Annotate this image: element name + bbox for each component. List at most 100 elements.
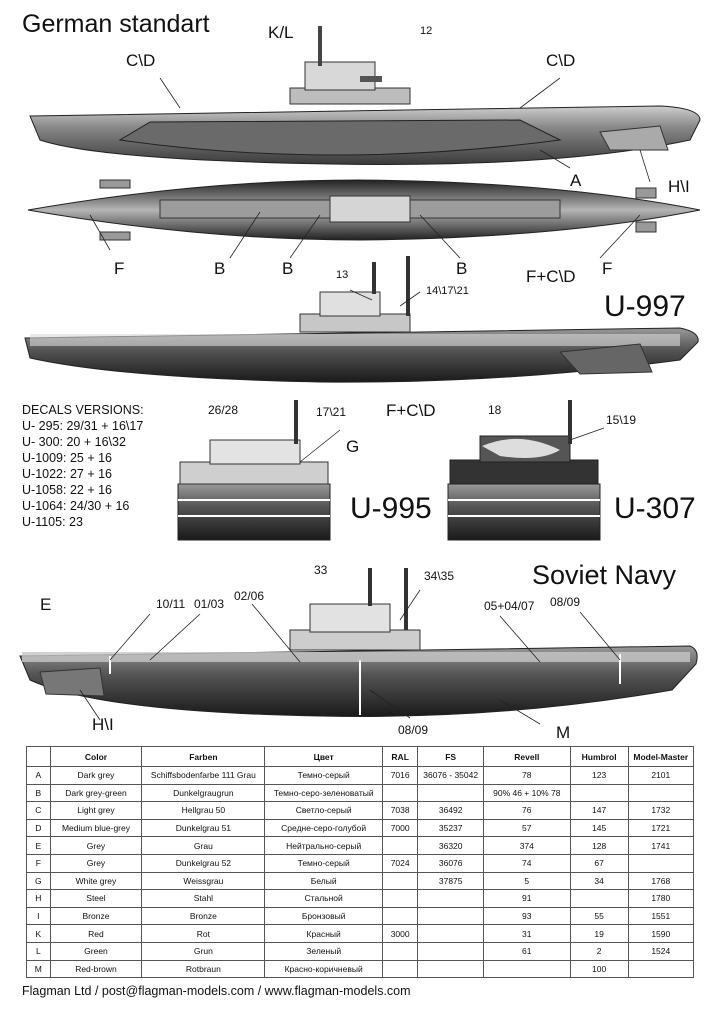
cell-fs: 36492	[417, 801, 484, 820]
model-u995: U-995	[350, 492, 432, 525]
cell-revell: 31	[482, 924, 571, 943]
label-f-left: F	[114, 259, 125, 278]
cell-color: Red-brown	[49, 959, 143, 979]
cell-humbrol: 2	[569, 941, 629, 961]
label-26-28: 26/28	[208, 403, 239, 417]
cell-model-master: 1732	[627, 801, 695, 820]
cell-revell: 374	[482, 836, 571, 855]
label-cd-right: C\D	[546, 51, 576, 70]
label-02-06: 02/06	[234, 589, 265, 603]
cell-humbrol: 123	[569, 766, 629, 785]
cell-code: D	[26, 818, 51, 838]
decals-line: U-1105: 23	[22, 515, 83, 529]
cell-ral: 7038	[381, 801, 419, 820]
col-header-color: Color	[49, 746, 143, 767]
label-a: A	[570, 171, 582, 190]
cell-fs	[417, 889, 484, 908]
cell-ral	[381, 836, 419, 855]
cell-revell: 5	[482, 871, 571, 891]
cell-farben: Bronze	[141, 906, 266, 926]
model-u997: U-997	[604, 290, 686, 323]
cell-color: Red	[49, 924, 143, 943]
cell-ral: 7016	[381, 766, 419, 785]
decals-line: U-1009: 25 + 16	[22, 451, 112, 465]
col-header-model-master: Model-Master	[627, 746, 695, 767]
cell-farben: Hellgrau 50	[141, 801, 266, 820]
cell-model-master: 2101	[627, 766, 695, 785]
label-e: E	[40, 595, 52, 614]
col-header-fs: FS	[417, 746, 484, 767]
cell-code: G	[26, 871, 51, 891]
cell-color: Grey	[49, 853, 143, 873]
cell-model-master: 1590	[627, 924, 695, 943]
cell-revell: 78	[482, 766, 571, 785]
decals-line: U-1064: 24/30 + 16	[22, 499, 130, 513]
cell-farben: Schiffsbodenfarbe 111 Grau	[141, 766, 266, 785]
cell-farben: Dunkelgrau 52	[141, 853, 266, 873]
label-fcd-mid: F+C\D	[386, 401, 436, 420]
cell-ral: 7024	[381, 853, 419, 873]
cell-color: Steel	[49, 889, 143, 908]
label-18: 18	[488, 403, 502, 417]
cell-model-master: 1780	[627, 889, 695, 908]
tower-detail-u995	[177, 400, 331, 541]
cell-tsvet: Нейтрально-серый	[264, 836, 383, 855]
label-m: M	[556, 723, 571, 742]
cell-revell: 93	[482, 906, 571, 926]
cell-code: E	[26, 836, 51, 855]
cell-code: I	[26, 906, 51, 926]
decals-line: U- 295: 29/31 + 16\17	[22, 419, 144, 433]
cell-fs	[417, 924, 484, 943]
col-header-revell: Revell	[482, 746, 571, 767]
col-header-ral: RAL	[381, 746, 419, 767]
cell-code: K	[26, 924, 51, 943]
cell-model-master	[627, 959, 695, 979]
cell-code: H	[26, 889, 51, 908]
cell-revell: 91	[482, 889, 571, 908]
cell-fs: 35237	[417, 818, 484, 838]
cell-fs: 36320	[417, 836, 484, 855]
side-view-u997	[24, 256, 699, 383]
table-header-row: Color Farben Цвет RAL FS Revell Humbrol …	[26, 746, 695, 767]
cell-code: F	[26, 853, 51, 873]
label-b-3: B	[456, 259, 468, 278]
cell-code: L	[26, 941, 51, 961]
cell-fs: 36076	[417, 853, 484, 873]
label-33: 33	[314, 563, 328, 577]
label-f-right: F	[602, 259, 613, 278]
label-12: 12	[420, 25, 433, 37]
cell-tsvet: Темно-серый	[264, 853, 383, 873]
cell-revell: 61	[482, 941, 571, 961]
cell-humbrol: 55	[569, 906, 629, 926]
cell-tsvet: Темно-серый	[264, 766, 383, 785]
label-08-09-bottom: 08/09	[398, 723, 429, 737]
cell-farben: Weissgrau	[141, 871, 266, 891]
cell-code: M	[26, 959, 51, 979]
label-cd-left: C\D	[126, 51, 156, 70]
decals-line: U-1058: 22 + 16	[22, 483, 112, 497]
cell-revell: 76	[482, 801, 571, 820]
cell-revell: 74	[482, 853, 571, 873]
cell-humbrol: 147	[569, 801, 629, 820]
label-14-17-21: 14\17\21	[426, 285, 469, 297]
label-08-09-top: 08/09	[550, 595, 581, 609]
cell-ral: 3000	[381, 924, 419, 943]
tower-detail-u307	[447, 400, 601, 541]
col-header-code	[26, 746, 51, 767]
cell-farben: Dunkelgraugrun	[141, 783, 266, 803]
cell-humbrol: 128	[569, 836, 629, 855]
cell-model-master: 1721	[627, 818, 695, 838]
label-17-21: 17\21	[316, 405, 347, 419]
cell-color: Medium blue-grey	[49, 818, 143, 838]
cell-color: Bronze	[49, 906, 143, 926]
label-g: G	[346, 437, 360, 456]
cell-tsvet: Темно-серо-зеленоватый	[264, 783, 383, 803]
label-b-2: B	[282, 259, 294, 278]
